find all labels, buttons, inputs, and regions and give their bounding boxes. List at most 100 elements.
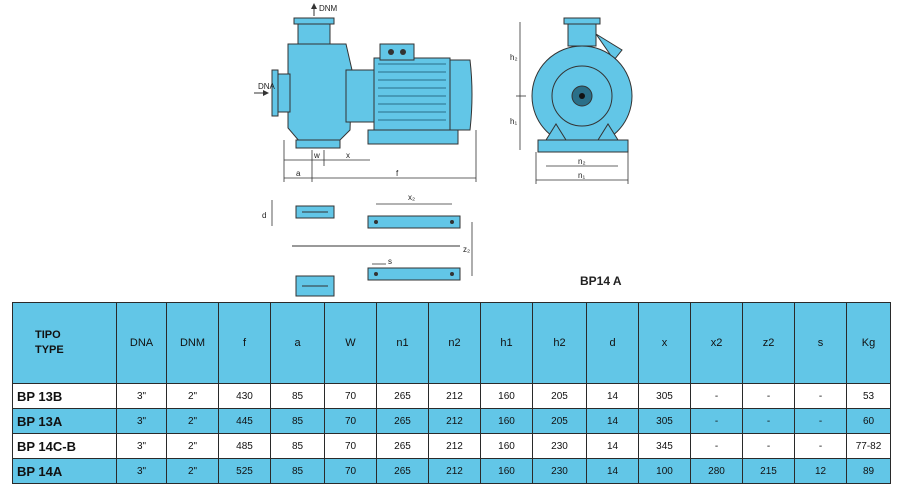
label-x2: x₂ — [408, 193, 415, 202]
header-h2: h2 — [532, 302, 587, 384]
value-cell: 160 — [480, 433, 533, 459]
value-cell: - — [794, 383, 847, 409]
label-a: a — [296, 169, 301, 178]
value-cell: 230 — [532, 458, 587, 484]
value-cell: 85 — [270, 383, 325, 409]
motor-fins — [378, 63, 446, 121]
value-cell: 280 — [690, 458, 743, 484]
value-cell: 205 — [532, 383, 587, 409]
value-cell: 60 — [846, 408, 891, 434]
value-cell: 305 — [638, 408, 691, 434]
base-detail-views: d x₂ z₂ s — [262, 193, 473, 297]
value-cell: 305 — [638, 383, 691, 409]
header-f: f — [218, 302, 271, 384]
pump-front-view: h₂ h₁ n₂ n₁ — [510, 17, 633, 184]
value-cell: 160 — [480, 408, 533, 434]
value-cell: 215 — [742, 458, 795, 484]
value-cell: 230 — [532, 433, 587, 459]
label-n1: n₁ — [578, 171, 585, 180]
value-cell: 160 — [480, 383, 533, 409]
header-w: W — [324, 302, 377, 384]
value-cell: 3" — [116, 383, 167, 409]
value-cell: 85 — [270, 458, 325, 484]
label-s: s — [388, 257, 392, 266]
value-cell: 265 — [376, 383, 429, 409]
label-h2: h₂ — [510, 53, 518, 62]
value-cell: 85 — [270, 433, 325, 459]
value-cell: 14 — [586, 433, 639, 459]
value-cell: 2" — [166, 458, 219, 484]
pump-technical-drawing: DNM DNA w x a f h₂ h₁ n₂ n₁ — [254, 3, 633, 297]
model-caption: BP14 A — [580, 274, 622, 288]
value-cell: 3" — [116, 433, 167, 459]
value-cell: 2" — [166, 408, 219, 434]
value-cell: 265 — [376, 458, 429, 484]
value-cell: 485 — [218, 433, 271, 459]
model-name-cell: BP 13A — [12, 408, 117, 434]
value-cell: 445 — [218, 408, 271, 434]
value-cell: 212 — [428, 408, 481, 434]
header-d: d — [586, 302, 639, 384]
value-cell: 265 — [376, 408, 429, 434]
value-cell: - — [742, 433, 795, 459]
value-cell: 100 — [638, 458, 691, 484]
pump-side-view: DNM DNA w x a f — [254, 3, 477, 182]
model-name-cell: BP 13B — [12, 383, 117, 409]
label-z2: z₂ — [463, 245, 470, 254]
label-h1: h₁ — [510, 117, 517, 126]
header-x: x — [638, 302, 691, 384]
value-cell: 3" — [116, 408, 167, 434]
model-name-cell: BP 14C-B — [12, 433, 117, 459]
value-cell: 14 — [586, 408, 639, 434]
header-h1: h1 — [480, 302, 533, 384]
value-cell: 89 — [846, 458, 891, 484]
value-cell: 160 — [480, 458, 533, 484]
value-cell: - — [742, 383, 795, 409]
value-cell: 2" — [166, 433, 219, 459]
value-cell: 70 — [324, 433, 377, 459]
header-s: s — [794, 302, 847, 384]
value-cell: - — [690, 408, 743, 434]
label-d: d — [262, 211, 266, 220]
value-cell: 525 — [218, 458, 271, 484]
header-kg: Kg — [846, 302, 891, 384]
value-cell: 3" — [116, 458, 167, 484]
value-cell: 345 — [638, 433, 691, 459]
value-cell: 12 — [794, 458, 847, 484]
label-dnm: DNM — [319, 4, 338, 13]
value-cell: - — [742, 408, 795, 434]
header-n1: n1 — [376, 302, 429, 384]
model-name-cell: BP 14A — [12, 458, 117, 484]
header-dnm: DNM — [166, 302, 219, 384]
value-cell: 205 — [532, 408, 587, 434]
value-cell: 70 — [324, 383, 377, 409]
value-cell: 53 — [846, 383, 891, 409]
value-cell: 14 — [586, 383, 639, 409]
value-cell: - — [690, 433, 743, 459]
label-x: x — [346, 151, 350, 160]
header-n2: n2 — [428, 302, 481, 384]
header-a: a — [270, 302, 325, 384]
label-dna: DNA — [258, 82, 276, 91]
value-cell: 2" — [166, 383, 219, 409]
value-cell: 77-82 — [846, 433, 891, 459]
value-cell: - — [690, 383, 743, 409]
header-z2: z2 — [742, 302, 795, 384]
value-cell: - — [794, 433, 847, 459]
value-cell: 14 — [586, 458, 639, 484]
value-cell: 212 — [428, 433, 481, 459]
label-f: f — [396, 169, 399, 178]
label-w: w — [313, 151, 320, 160]
label-n2: n₂ — [578, 157, 586, 166]
header-dna: DNA — [116, 302, 167, 384]
value-cell: 85 — [270, 408, 325, 434]
value-cell: 70 — [324, 458, 377, 484]
value-cell: 212 — [428, 383, 481, 409]
